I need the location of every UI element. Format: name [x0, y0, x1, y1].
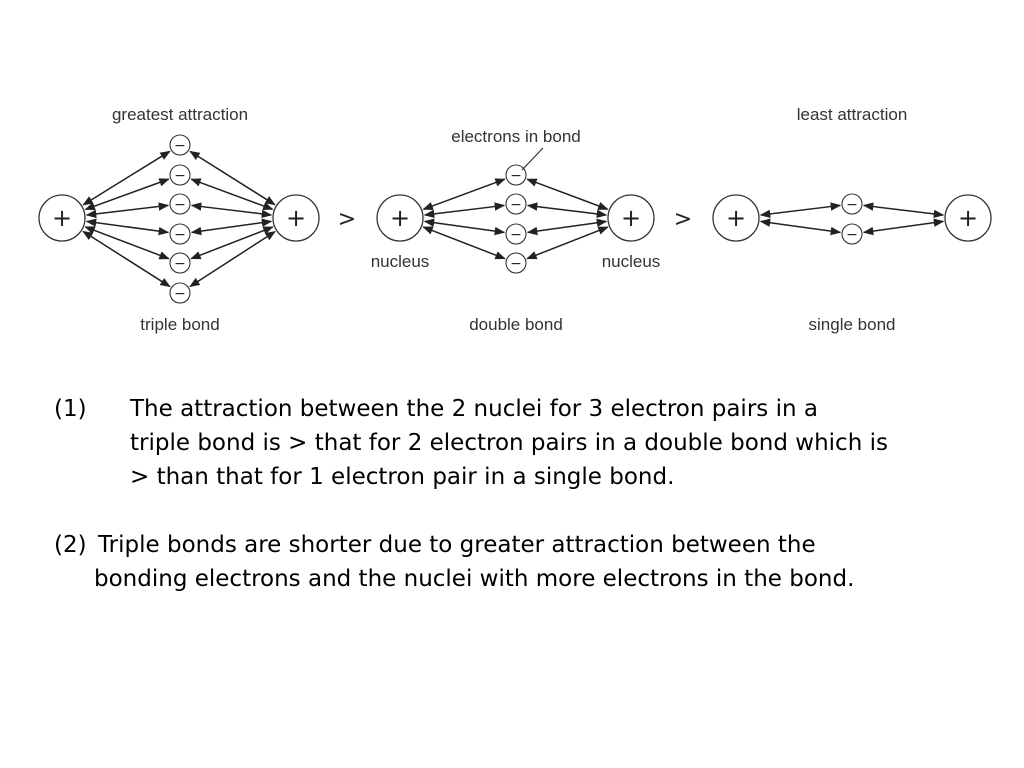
note-2-text: Triple bonds are shorter due to greater …	[54, 528, 974, 596]
svg-text:−: −	[846, 227, 858, 243]
svg-text:−: −	[174, 256, 186, 272]
note-1-text: The attraction between the 2 nuclei for …	[54, 392, 974, 494]
electrons-in-bond-label: electrons in bond	[451, 127, 580, 146]
triple-arrow-right-4	[190, 218, 273, 236]
explanation-notes: (1) The attraction between the 2 nuclei …	[54, 392, 974, 596]
double-arrow-left-4	[422, 226, 506, 260]
triple-nucleus-right: +	[272, 194, 320, 242]
triple-electron-1: −	[169, 134, 191, 156]
svg-text:−: −	[510, 227, 522, 243]
triple-arrow-left-6	[82, 230, 171, 288]
svg-text:−: −	[174, 286, 186, 302]
double-arrow-right-1	[526, 178, 609, 210]
note-1-line-3: > than that for 1 electron pair in a sin…	[130, 464, 675, 490]
double-nucleus-left: +	[376, 194, 424, 242]
triple-arrow-left-1	[82, 150, 171, 206]
double-bond-label: double bond	[469, 315, 563, 334]
single-arrow-right-1	[862, 202, 945, 219]
note-2-marker: (2)	[54, 532, 87, 558]
svg-text:+: +	[621, 204, 641, 232]
single-electron-1: −	[841, 193, 863, 215]
electrons-in-bond-pointer	[521, 147, 544, 171]
svg-text:+: +	[52, 204, 72, 232]
svg-text:+: +	[958, 204, 978, 232]
single-arrow-left-1	[759, 202, 842, 219]
svg-text:−: −	[510, 168, 522, 184]
triple-electron-5: −	[169, 252, 191, 274]
svg-text:+: +	[286, 204, 306, 232]
note-1-marker: (1)	[54, 396, 87, 422]
svg-text:−: −	[174, 197, 186, 213]
single-nucleus-left: +	[712, 194, 760, 242]
nucleus-left-label: nucleus	[371, 252, 430, 271]
attraction-arrows	[82, 150, 945, 288]
triple-arrow-right-3	[190, 202, 273, 219]
single-arrow-left-2	[759, 218, 842, 236]
double-arrow-right-2	[526, 202, 608, 219]
triple-arrow-left-5	[84, 226, 170, 260]
double-arrow-right-3	[526, 218, 608, 236]
triple-electron-6: −	[169, 282, 191, 304]
triple-electron-3: −	[169, 193, 191, 215]
triple-arrow-right-6	[189, 230, 276, 288]
triple-electron-2: −	[169, 164, 191, 186]
double-arrow-left-3	[423, 218, 506, 236]
note-2-line-2: bonding electrons and the nuclei with mo…	[94, 566, 855, 592]
triple-arrow-left-4	[85, 218, 170, 236]
triple-bond-label: triple bond	[140, 315, 219, 334]
note-2: (2) Triple bonds are shorter due to grea…	[54, 528, 974, 596]
note-1-line-1: The attraction between the 2 nuclei for …	[130, 396, 818, 422]
greater-than-symbol-2: >	[674, 207, 692, 232]
least-attraction-label: least attraction	[797, 105, 908, 124]
triple-arrow-left-2	[84, 178, 170, 211]
double-electron-1: −	[505, 164, 527, 186]
triple-arrow-right-2	[190, 178, 274, 211]
greatest-attraction-label: greatest attraction	[112, 105, 248, 124]
svg-text:−: −	[174, 138, 186, 154]
double-electron-3: −	[505, 223, 527, 245]
svg-text:−: −	[174, 168, 186, 184]
triple-nucleus-left: +	[38, 194, 86, 242]
svg-text:+: +	[390, 204, 410, 232]
svg-text:+: +	[726, 204, 746, 232]
note-1-line-2: triple bond is > that for 2 electron pai…	[130, 430, 888, 456]
double-nucleus-right: +	[607, 194, 655, 242]
single-bond-label: single bond	[809, 315, 896, 334]
single-electron-2: −	[841, 223, 863, 245]
particles: + + − − − − − − + + − − − − + + − −	[38, 134, 992, 304]
triple-arrow-right-5	[190, 226, 274, 260]
svg-text:−: −	[510, 256, 522, 272]
bond-attraction-diagram: + + − − − − − − + + − − − − + + − − greatest attraction t…	[38, 105, 992, 334]
nucleus-right-label: nucleus	[602, 252, 661, 271]
svg-text:−: −	[846, 197, 858, 213]
double-electron-4: −	[505, 252, 527, 274]
double-arrow-left-2	[423, 202, 506, 219]
single-nucleus-right: +	[944, 194, 992, 242]
triple-arrow-left-3	[85, 202, 170, 219]
svg-text:−: −	[510, 197, 522, 213]
note-1: (1) The attraction between the 2 nuclei …	[54, 392, 974, 494]
triple-arrow-right-1	[189, 150, 276, 206]
svg-text:−: −	[174, 227, 186, 243]
greater-than-symbol-1: >	[338, 207, 356, 232]
triple-electron-4: −	[169, 223, 191, 245]
double-electron-2: −	[505, 193, 527, 215]
single-arrow-right-2	[862, 218, 945, 236]
double-arrow-left-1	[422, 178, 506, 211]
note-2-line-1: Triple bonds are shorter due to greater …	[98, 532, 816, 558]
double-arrow-right-4	[526, 226, 609, 260]
